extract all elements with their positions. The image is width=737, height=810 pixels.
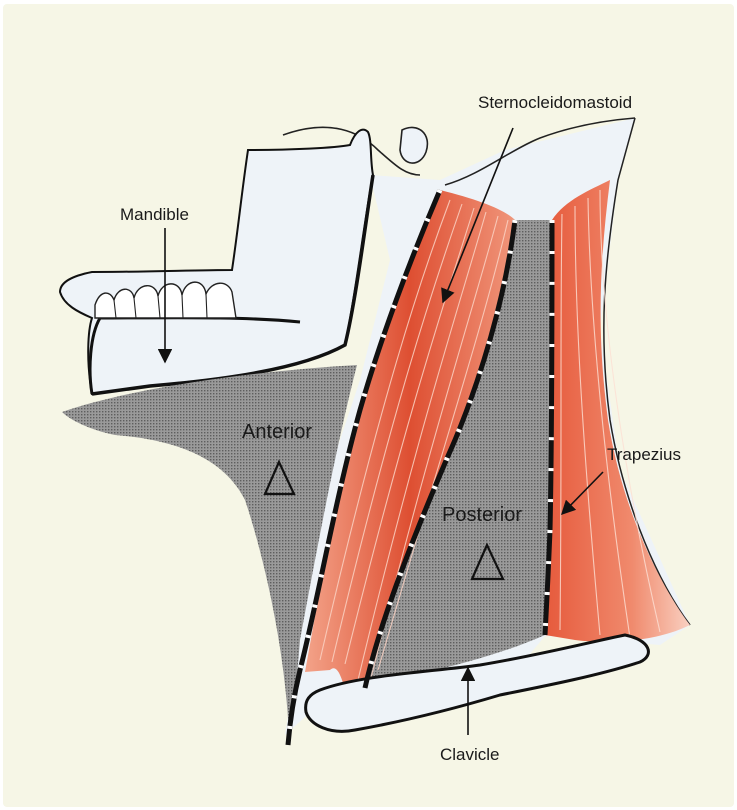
sternocleidomastoid-label: Sternocleidomastoid — [478, 93, 632, 112]
trapezius-label: Trapezius — [607, 445, 681, 464]
anterior-label: Anterior — [242, 421, 312, 443]
mastoid-process-outline — [400, 127, 427, 163]
clavicle-label: Clavicle — [440, 745, 500, 764]
posterior-label: Posterior — [442, 504, 522, 526]
mandible-label: Mandible — [120, 205, 189, 224]
